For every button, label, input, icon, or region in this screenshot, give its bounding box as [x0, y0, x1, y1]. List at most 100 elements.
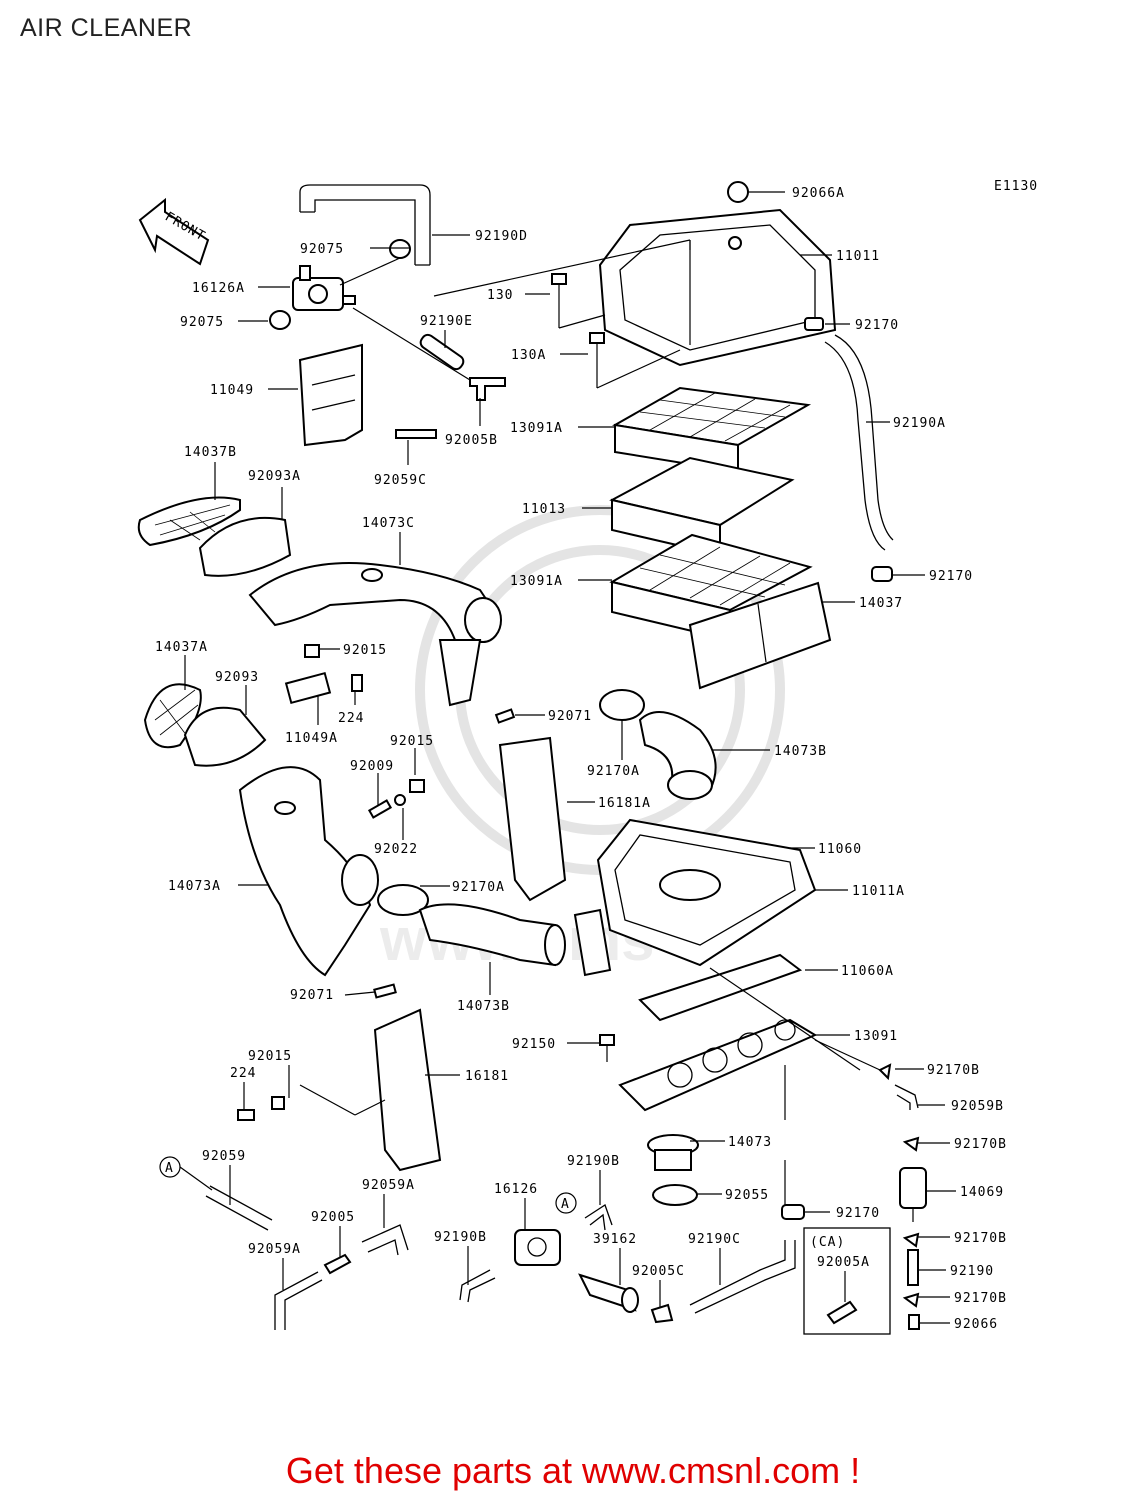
- label-14073b-b: 14073B: [457, 999, 510, 1014]
- screw-92009: [367, 799, 393, 819]
- bracket-11049: [298, 343, 363, 447]
- label-92190a: 92190A: [893, 416, 946, 431]
- label-92059a-a: 92059A: [362, 1178, 415, 1193]
- leader-lines: [179, 191, 956, 1324]
- label-92005a: 92005A: [817, 1255, 870, 1270]
- duct-92093a: [198, 516, 292, 577]
- shroud-16181a: [498, 736, 567, 902]
- filter-frame-13091a-top: [612, 386, 812, 474]
- label-92022: 92022: [374, 842, 418, 857]
- clamp-92170a-lower: [377, 884, 429, 916]
- duct-92093: [183, 706, 267, 767]
- label-92009: 92009: [350, 759, 394, 774]
- duct-14037b: [137, 496, 241, 547]
- label-14069: 14069: [960, 1185, 1004, 1200]
- label-92059a-b: 92059A: [248, 1242, 301, 1257]
- screw-224-a: [351, 674, 363, 692]
- label-13091a-a: 13091A: [510, 421, 563, 436]
- plate-11049a: [284, 671, 332, 705]
- hose-92059a-upper: [361, 1224, 409, 1256]
- filter-mesh-14037: [688, 581, 832, 690]
- label-13091a-b: 13091A: [510, 574, 563, 589]
- label-14037a: 14037A: [155, 640, 208, 655]
- bolt-130: [551, 273, 567, 302]
- svg-text:(CA): (CA): [810, 1235, 845, 1250]
- label-11060: 11060: [818, 842, 862, 857]
- ref-marker-a-left: A: [159, 1156, 181, 1178]
- label-224-b: 224: [230, 1066, 256, 1081]
- pipe-39162: [578, 1273, 639, 1313]
- label-92170b-d: 92170B: [954, 1291, 1007, 1306]
- hose-92059a-lower: [274, 1271, 323, 1330]
- grommet-92075-a: [389, 239, 411, 259]
- clip-92170b-b: [902, 1136, 920, 1152]
- label-92075-b: 92075: [180, 315, 224, 330]
- grommet-92015-b: [409, 779, 425, 793]
- hose-92190b-lower: [459, 1269, 496, 1303]
- label-92190e: 92190E: [420, 314, 473, 329]
- clip-92170b-d: [902, 1292, 920, 1308]
- page-title: AIR CLEANER: [20, 14, 193, 42]
- label-14073a: 14073A: [168, 879, 221, 894]
- label-11011: 11011: [836, 249, 880, 264]
- label-92066: 92066: [954, 1317, 998, 1332]
- duct-14073c: [248, 562, 502, 707]
- label-39162: 39162: [593, 1232, 637, 1247]
- label-92005c: 92005C: [632, 1264, 685, 1279]
- label-11049: 11049: [210, 383, 254, 398]
- label-11013: 11013: [522, 502, 566, 517]
- bolt-92150: [599, 1034, 615, 1062]
- label-92170-b: 92170: [929, 569, 973, 584]
- label-92015-a: 92015: [343, 643, 387, 658]
- shroud-16181: [373, 1008, 442, 1172]
- clip-92170b-c: [902, 1232, 920, 1248]
- hose-92190b-upper: [584, 1204, 613, 1231]
- label-92170a-a: 92170A: [587, 764, 640, 779]
- promo-link[interactable]: Get these parts at www.cmsnl.com !: [285, 1450, 861, 1491]
- spring-92071-a: [494, 708, 516, 724]
- label-92170b-c: 92170B: [954, 1231, 1007, 1246]
- label-16181a: 16181A: [598, 796, 651, 811]
- holder-13091: [618, 1018, 818, 1112]
- label-92150: 92150: [512, 1037, 556, 1052]
- label-92190d: 92190D: [475, 229, 528, 244]
- label-11049a: 11049A: [285, 731, 338, 746]
- cap-14073: [647, 1134, 699, 1171]
- svg-text:A: A: [165, 1161, 174, 1176]
- svg-text:A: A: [561, 1197, 570, 1212]
- hose-92059: [205, 1185, 273, 1231]
- joint-92005: [323, 1253, 352, 1275]
- hose-92190c: [689, 1240, 796, 1314]
- label-224-a: 224: [338, 711, 364, 726]
- label-92059c: 92059C: [374, 473, 427, 488]
- label-92066a: 92066A: [792, 186, 845, 201]
- label-13091: 13091: [854, 1029, 898, 1044]
- upper-housing-11011: [598, 181, 837, 367]
- label-92093a: 92093A: [248, 469, 301, 484]
- hose-92190d: [299, 184, 431, 266]
- label-16181: 16181: [465, 1069, 509, 1084]
- label-14037b: 14037B: [184, 445, 237, 460]
- valve-16126a: [292, 265, 471, 381]
- label-11060a: 11060A: [841, 964, 894, 979]
- label-92015-b: 92015: [390, 734, 434, 749]
- label-92170-a: 92170: [855, 318, 899, 333]
- label-92093: 92093: [215, 670, 259, 685]
- screw-224-b: [237, 1109, 255, 1121]
- label-92190b-b: 92190B: [434, 1230, 487, 1245]
- label-130a: 130A: [511, 348, 546, 363]
- clamp-92170-c: [781, 1204, 805, 1220]
- label-92170b-a: 92170B: [927, 1063, 980, 1078]
- joint-92005c: [650, 1303, 674, 1324]
- duct-14073b-upper: [638, 711, 717, 800]
- label-130: 130: [487, 288, 513, 303]
- tube-92059c: [395, 429, 437, 439]
- clamp-92170a-upper: [599, 689, 645, 721]
- label-92170-c: 92170: [836, 1206, 880, 1221]
- clamp-92170-a: [804, 317, 824, 331]
- cap-92066: [908, 1314, 920, 1330]
- label-16126: 16126: [494, 1182, 538, 1197]
- joint-92005b: [469, 377, 506, 401]
- variant-box-ca: (CA): [803, 1227, 891, 1335]
- label-92071-a: 92071: [548, 709, 592, 724]
